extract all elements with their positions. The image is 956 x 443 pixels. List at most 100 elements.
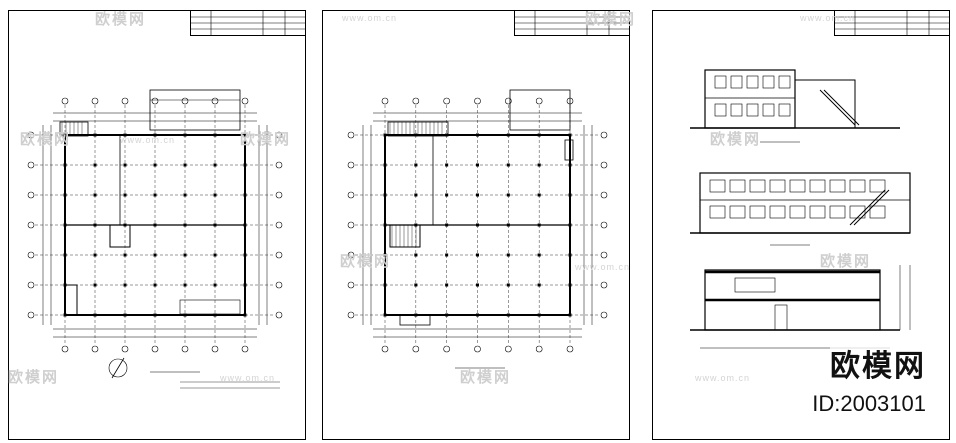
grid-axis-bubble xyxy=(27,311,35,319)
watermark-url: www.om.cn xyxy=(342,13,398,23)
structural-column xyxy=(63,133,67,137)
structural-column xyxy=(506,253,510,257)
structural-column xyxy=(506,193,510,197)
grid-axis-bubble xyxy=(347,311,355,319)
grid-axis-bubble xyxy=(600,251,608,259)
window xyxy=(869,205,886,219)
structural-column xyxy=(445,253,449,257)
structural-column xyxy=(153,313,157,317)
structural-column xyxy=(568,283,572,287)
window xyxy=(849,179,866,193)
structural-column xyxy=(63,163,67,167)
window xyxy=(769,179,786,193)
watermark-brand: 欧模网 xyxy=(240,131,292,148)
structural-column xyxy=(537,313,541,317)
exterior-stair-line xyxy=(823,89,860,126)
window xyxy=(809,179,826,193)
title-block-2 xyxy=(514,11,629,36)
grid-axis-bubble xyxy=(505,97,512,105)
grid-axis-bubble xyxy=(275,161,283,169)
grid-axis-bubble xyxy=(61,97,69,105)
watermark-brand: 欧模网 xyxy=(460,369,512,386)
structural-column xyxy=(243,283,247,287)
grid-axis-bubble xyxy=(347,191,355,199)
watermark-brand: 欧模网 xyxy=(820,253,872,270)
structural-column xyxy=(243,313,247,317)
entrance-block xyxy=(64,284,78,316)
grid-axis-bubble xyxy=(412,97,420,105)
north-arrow-icon xyxy=(108,358,128,378)
grid-axis-bubble xyxy=(151,345,159,353)
structural-column xyxy=(123,253,127,257)
title-block-grid xyxy=(191,11,305,35)
title-block-3 xyxy=(834,11,949,36)
structural-column xyxy=(383,133,387,137)
grid-axis-bubble xyxy=(347,221,355,229)
structural-column xyxy=(537,193,541,197)
structural-column xyxy=(243,253,247,257)
structural-column xyxy=(183,313,187,317)
watermark-brand: 欧模网 xyxy=(710,131,762,148)
grid-axis-bubble xyxy=(275,251,283,259)
structural-column xyxy=(93,163,97,167)
structural-column xyxy=(213,163,217,167)
door xyxy=(774,304,788,331)
grid-axis-bubble xyxy=(211,97,219,105)
structural-column xyxy=(153,253,157,257)
watermark-brand: 欧模网 xyxy=(585,11,637,28)
structural-column xyxy=(537,133,541,137)
elevation-1-facade xyxy=(704,69,796,129)
structural-column xyxy=(445,163,449,167)
grid-axis-bubble xyxy=(241,345,249,353)
watermark-brand: 欧模网 xyxy=(95,11,147,28)
exterior-stair-line xyxy=(849,189,886,226)
grid-axis-bubble xyxy=(121,345,129,353)
upper-annex xyxy=(149,89,241,131)
structural-column xyxy=(183,193,187,197)
grid-axis-bubble xyxy=(600,131,608,139)
structural-column xyxy=(414,253,418,257)
window xyxy=(762,103,775,117)
structural-column xyxy=(123,313,127,317)
grid-axis-bubble xyxy=(181,97,189,105)
structural-column xyxy=(93,253,97,257)
window xyxy=(746,103,759,117)
structural-column xyxy=(183,283,187,287)
structural-column xyxy=(123,133,127,137)
window xyxy=(829,179,846,193)
structural-column xyxy=(414,283,418,287)
watermark-url: www.om.cn xyxy=(575,262,631,272)
structural-column xyxy=(537,163,541,167)
structural-column xyxy=(153,133,157,137)
grid-axis-bubble xyxy=(27,131,35,139)
grid-axis-bubble xyxy=(27,251,35,259)
structural-column xyxy=(476,253,479,257)
structural-column xyxy=(383,253,387,257)
grid-axis-bubble xyxy=(347,251,355,259)
structural-column xyxy=(476,133,479,137)
structural-column xyxy=(93,283,97,287)
stairwell xyxy=(389,224,421,248)
structural-column xyxy=(506,313,510,317)
stairwell xyxy=(109,224,131,248)
structural-column xyxy=(213,283,217,287)
grid-axis-bubble xyxy=(275,131,283,139)
window xyxy=(729,205,746,219)
exterior-stair-line xyxy=(853,189,890,226)
window xyxy=(809,205,826,219)
grid-axis-bubble xyxy=(600,221,608,229)
grid-axis-bubble xyxy=(241,97,249,105)
structural-column xyxy=(123,193,127,197)
window xyxy=(714,75,727,89)
window xyxy=(709,179,726,193)
structural-column xyxy=(568,193,572,197)
watermark-url: www.om.cn xyxy=(695,373,751,383)
grid-axis-bubble xyxy=(347,161,355,169)
structural-column xyxy=(537,253,541,257)
window xyxy=(789,179,806,193)
structural-column xyxy=(568,313,572,317)
structural-column xyxy=(383,283,387,287)
window xyxy=(749,179,766,193)
elevation-1-wing xyxy=(794,79,856,129)
